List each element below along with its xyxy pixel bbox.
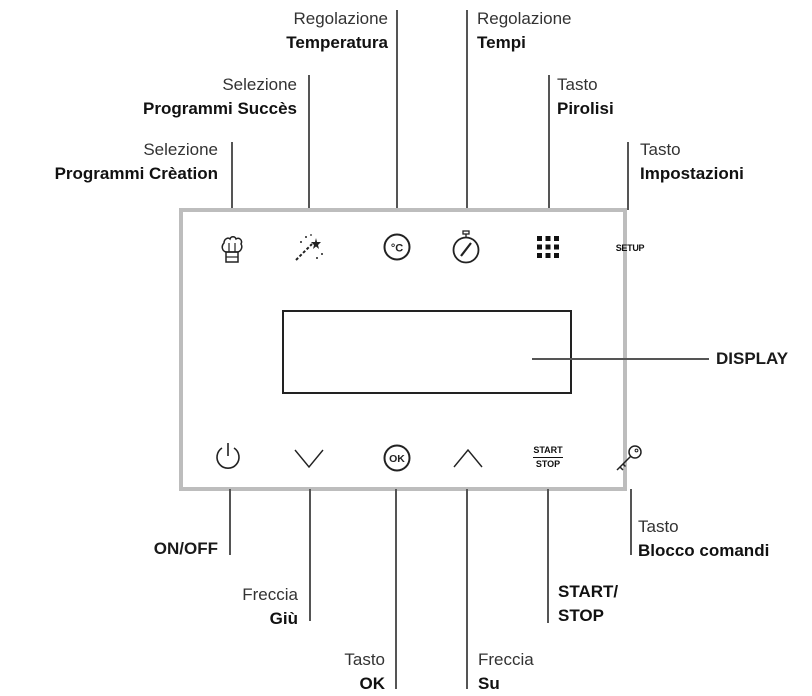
- label-programmi-creation: Selezione Programmi Crèation: [55, 138, 218, 186]
- label-ok-line2: OK: [359, 674, 386, 693]
- label-display: DISPLAY: [716, 349, 789, 368]
- label-giu-line1: Freccia: [242, 585, 298, 604]
- label-tasto-blocco-comandi: Tasto Blocco comandi: [638, 515, 769, 563]
- setup-button[interactable]: SETUP: [608, 238, 652, 258]
- label-pirolisi-line2: Pirolisi: [557, 99, 614, 118]
- label-succes-line2: Programmi Succès: [142, 99, 297, 118]
- label-blocco-line1: Tasto: [638, 517, 679, 536]
- timer-icon[interactable]: [449, 228, 483, 266]
- label-temperatura-line1: Regolazione: [293, 9, 388, 28]
- label-giu-line2: Giù: [269, 609, 298, 628]
- label-tempi-line2: Tempi: [477, 33, 526, 52]
- leader-blocco: [630, 489, 632, 555]
- chef-hat-icon[interactable]: [218, 232, 246, 266]
- label-pirolisi-line1: Tasto: [557, 75, 598, 94]
- label-programmi-succes: Selezione Programmi Succès: [143, 73, 297, 121]
- leader-tempi: [466, 10, 468, 210]
- leader-onoff: [229, 489, 231, 555]
- ok-icon-text: OK: [389, 453, 405, 465]
- label-onoff: ON/OFF: [153, 539, 218, 558]
- start-label: START: [533, 445, 563, 458]
- label-freccia-su: Freccia Su: [478, 648, 534, 696]
- start-stop-button[interactable]: START STOP: [530, 442, 566, 472]
- control-panel: [179, 208, 627, 491]
- label-tasto-impostazioni: Tasto Impostazioni: [640, 138, 744, 186]
- leader-impostazioni: [627, 142, 629, 210]
- label-creation-line2: Programmi Crèation: [54, 164, 218, 183]
- label-ok-line1: Tasto: [344, 650, 385, 669]
- label-impostazioni-line2: Impostazioni: [640, 164, 744, 183]
- key-icon[interactable]: [612, 442, 646, 474]
- pyrolysis-grid-icon[interactable]: [533, 232, 563, 262]
- label-regolazione-tempi: Regolazione Tempi: [477, 7, 572, 55]
- label-blocco-line2: Blocco comandi: [638, 541, 770, 560]
- label-succes-line1: Selezione: [222, 75, 297, 94]
- label-creation-line1: Selezione: [143, 140, 218, 159]
- arrow-up-icon[interactable]: [451, 445, 485, 471]
- temperature-celsius-icon[interactable]: °C: [381, 231, 413, 263]
- magic-wand-icon[interactable]: [290, 230, 326, 266]
- celsius-text: °C: [391, 243, 403, 255]
- label-regolazione-temperatura: Regolazione Temperatura: [286, 7, 388, 55]
- leader-giu: [309, 489, 311, 621]
- label-freccia-giu: Freccia Giù: [242, 583, 298, 631]
- leader-ok: [395, 489, 397, 689]
- arrow-down-icon[interactable]: [292, 445, 326, 471]
- leader-su: [466, 489, 468, 689]
- label-start-stop: START/ STOP: [558, 580, 618, 628]
- leader-display: [532, 358, 709, 360]
- leader-creation: [231, 142, 233, 210]
- ok-button[interactable]: OK: [381, 442, 413, 474]
- power-icon[interactable]: [211, 440, 245, 474]
- leader-startstop: [547, 489, 549, 623]
- label-startstop-line1: START/: [558, 582, 619, 601]
- label-temperatura-line2: Temperatura: [286, 33, 388, 52]
- stop-label: STOP: [535, 458, 561, 469]
- label-tasto-ok: Tasto OK: [344, 648, 385, 696]
- label-tempi-line1: Regolazione: [477, 9, 572, 28]
- label-impostazioni-line1: Tasto: [640, 140, 681, 159]
- leader-temperatura: [396, 10, 398, 210]
- label-su-line1: Freccia: [478, 650, 534, 669]
- label-startstop-line2: STOP: [558, 606, 604, 625]
- label-tasto-pirolisi: Tasto Pirolisi: [557, 73, 614, 121]
- leader-succes: [308, 75, 310, 210]
- leader-pirolisi: [548, 75, 550, 210]
- display-screen: [282, 310, 572, 394]
- label-su-line2: Su: [478, 674, 500, 693]
- setup-label: SETUP: [615, 243, 645, 253]
